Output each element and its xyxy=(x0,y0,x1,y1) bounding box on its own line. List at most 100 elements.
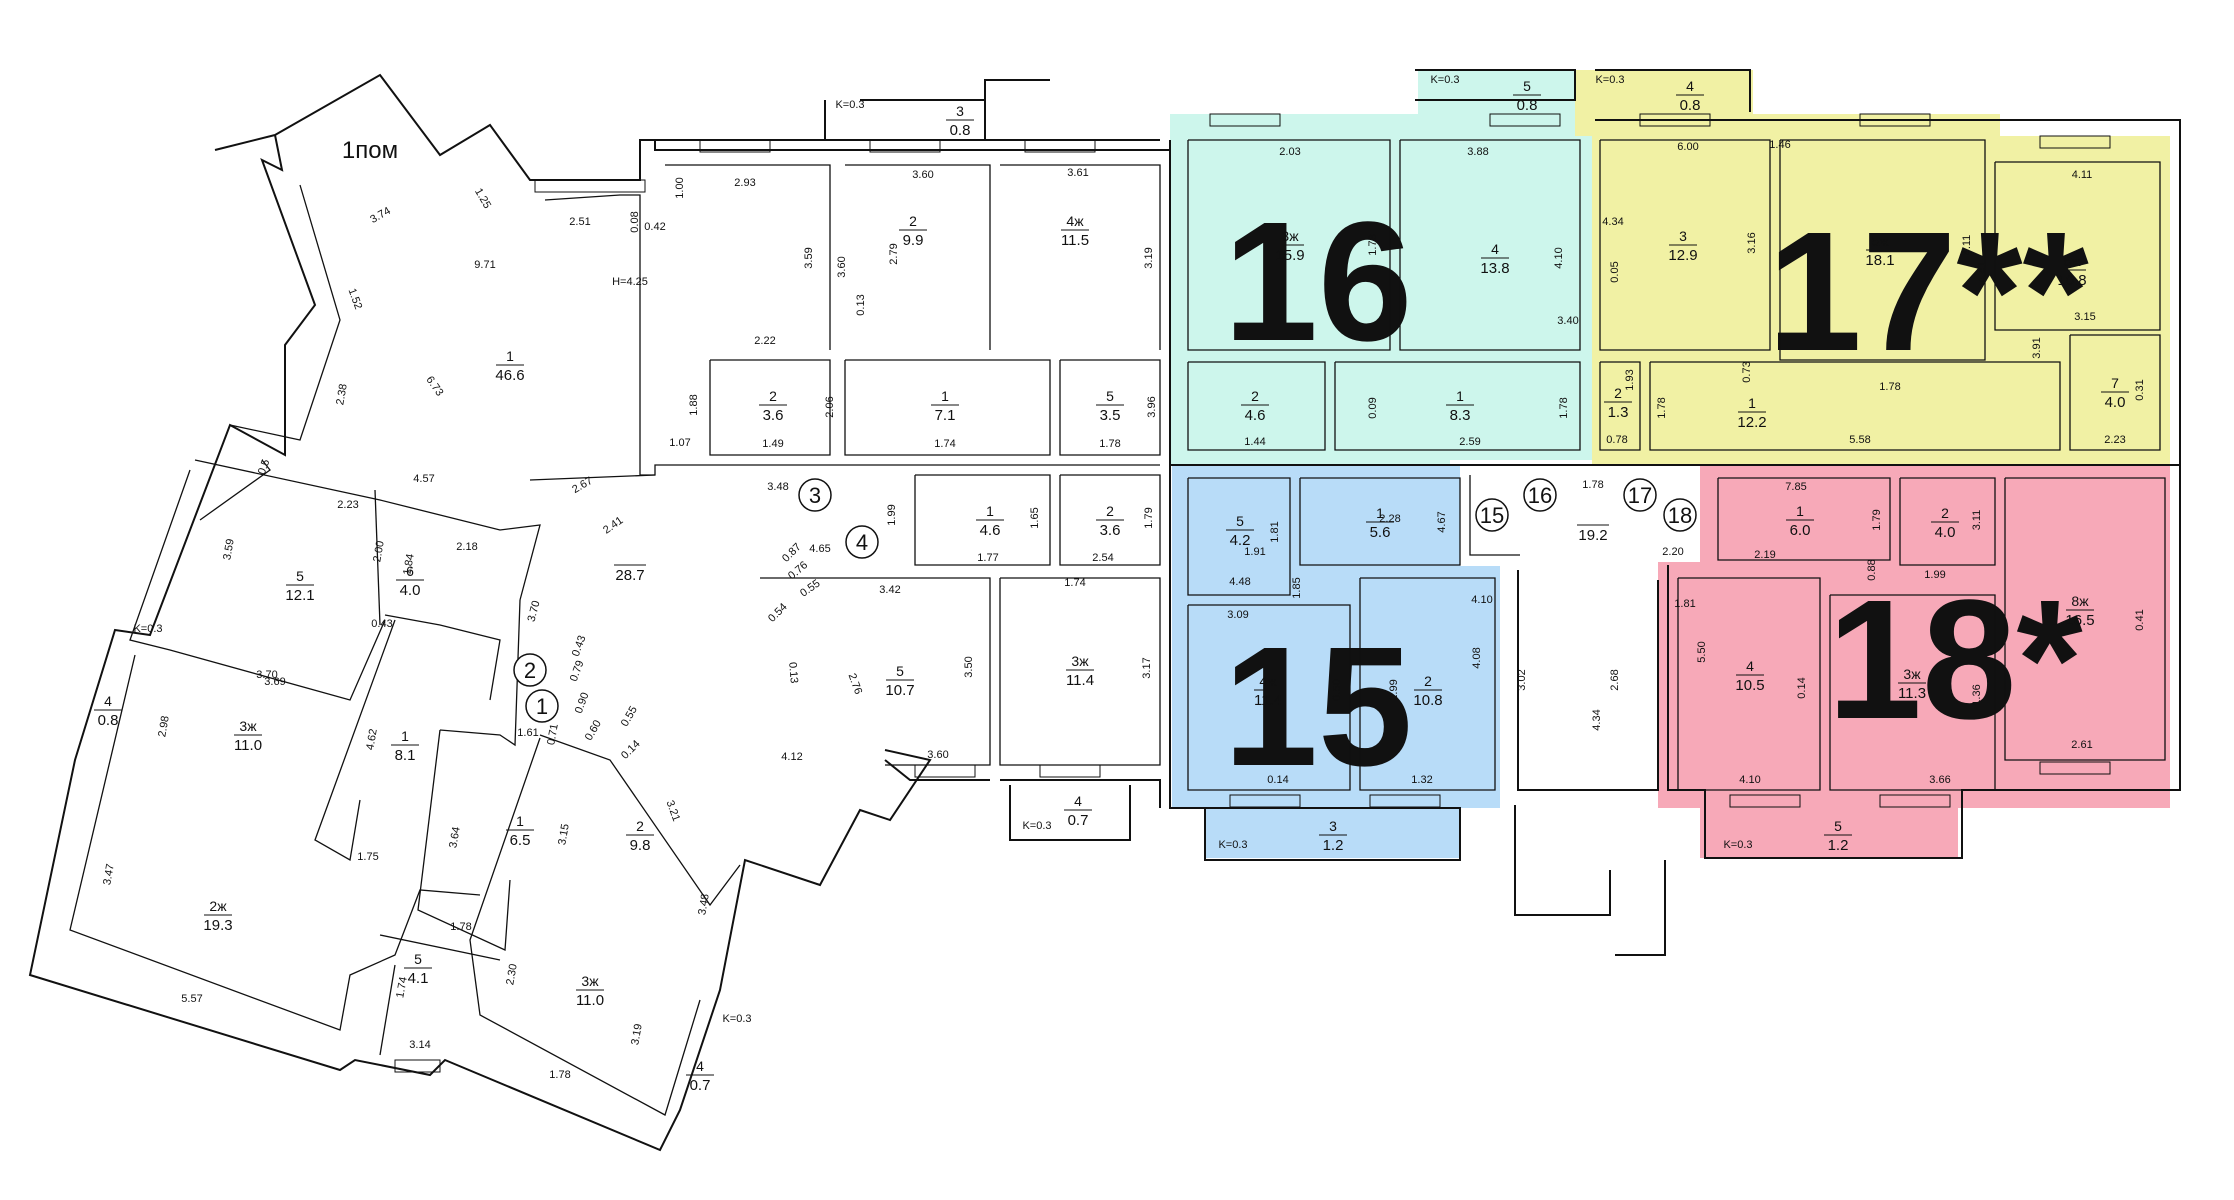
room-label: 64.0 xyxy=(396,563,424,599)
dimension-label: 3.70 xyxy=(256,669,277,681)
plan-title: 1пом xyxy=(342,137,398,164)
marker-circle xyxy=(798,478,832,512)
room-labels: 146.6512.164.03ж11.018.12ж19.316.529.854… xyxy=(94,78,2129,1094)
room-number: 1 xyxy=(401,728,409,744)
apartment-number-18: 18* xyxy=(1827,565,2082,755)
dimension-label: 1.78 xyxy=(1099,438,1120,450)
room-area: 9.8 xyxy=(630,837,651,854)
zone-apartment-16 xyxy=(1170,70,1592,466)
room-number: 1 xyxy=(516,813,524,829)
dimension-label: 1.36 xyxy=(1971,684,1983,705)
dimension-label: 2.30 xyxy=(504,963,520,986)
room-label: 54.2 xyxy=(1226,513,1254,549)
dimension-label: 3.96 xyxy=(1146,396,1158,417)
dimension-label: 4.11 xyxy=(2072,169,2093,181)
entrance-marker: 15 xyxy=(1475,498,1509,532)
room-number: 4ж xyxy=(1259,673,1277,689)
dimension-label: 1.78 xyxy=(1367,234,1379,255)
room-number: 5 xyxy=(1236,513,1244,529)
k-coefficient: K=0.3 xyxy=(1595,74,1624,86)
room-number: 3ж xyxy=(1281,228,1299,244)
room-number: 3ж xyxy=(1071,653,1089,669)
room-number: 2 xyxy=(769,388,777,404)
room-number: 1 xyxy=(506,348,514,364)
room-area: 0.7 xyxy=(690,1077,711,1094)
dimension-label: 0.79 xyxy=(568,659,587,683)
dimension-label: 0.14 xyxy=(1796,677,1808,698)
dimension-label: 4.34 xyxy=(1602,216,1623,228)
dimension-label: 0.13 xyxy=(786,662,800,684)
dimension-label: 4.41 xyxy=(1976,261,1988,282)
room-area: 11.0 xyxy=(234,737,262,754)
entrance-marker: 17 xyxy=(1623,478,1657,512)
room-label: 210.8 xyxy=(1413,673,1442,709)
dimension-label: 3.60 xyxy=(836,256,848,277)
marker-number: 1 xyxy=(536,694,548,719)
room-area: 5.6 xyxy=(1370,524,1391,541)
k-coefficient: K=0.3 xyxy=(133,623,162,635)
entrance-marker: 3 xyxy=(798,478,832,512)
zone-apartment-15 xyxy=(1172,466,1500,858)
marker-circle xyxy=(513,653,547,687)
marker-number: 17 xyxy=(1628,483,1652,508)
dimension-label: 3.48 xyxy=(767,481,788,493)
dimension-label: 3.70 xyxy=(526,599,543,623)
room-label: 18.1 xyxy=(391,728,419,764)
room-number: 4ж xyxy=(1066,213,1084,229)
dimension-label: 2.51 xyxy=(569,216,590,228)
room-area: 10.5 xyxy=(1735,677,1764,694)
room-number: 1 xyxy=(1456,388,1464,404)
room-number: 4 xyxy=(1686,78,1694,94)
marker-circle xyxy=(1663,498,1697,532)
dimension-label: 3.61 xyxy=(1067,167,1088,179)
dimension-label: 2.23 xyxy=(337,499,358,511)
dimension-label: 7.85 xyxy=(1785,481,1806,493)
room-number: 2 xyxy=(1941,505,1949,521)
room-label: 14.6 xyxy=(976,503,1004,539)
dimension-label: 3.21 xyxy=(664,799,683,823)
dimension-label: 0.78 xyxy=(1606,434,1627,446)
dimension-label: 6.00 xyxy=(1677,141,1698,153)
dimension-label: 4.48 xyxy=(1229,576,1250,588)
entrance-marker: 4 xyxy=(845,525,879,559)
entrance-marker: 18 xyxy=(1663,498,1697,532)
room-area: 3.5 xyxy=(1100,407,1121,424)
dimension-label: 3.09 xyxy=(1227,609,1248,621)
dimension-label: 3.42 xyxy=(879,584,900,596)
room-area: 7.1 xyxy=(935,407,956,424)
dimension-label: 1.25 xyxy=(472,186,493,211)
room-label: 54.1 xyxy=(404,951,432,987)
room-number: 4 xyxy=(1746,658,1754,674)
dimension-label: 2.00 xyxy=(371,540,387,563)
room-number: 3ж xyxy=(1903,666,1921,682)
dimension-label: 3.14 xyxy=(409,1039,430,1051)
dimension-label: 1.65 xyxy=(1029,507,1041,528)
dimension-label: 0.73 xyxy=(1741,361,1753,382)
dimension-label: 1.91 xyxy=(1244,546,1265,558)
room-label: 29.9 xyxy=(899,213,927,249)
dimension-label: 0.14 xyxy=(1267,774,1288,786)
dimension-label: 3.17 xyxy=(1141,657,1153,678)
room-area: 11.4 xyxy=(1254,692,1282,709)
dimension-label: 1.75 xyxy=(357,851,378,863)
room-area: 4.1 xyxy=(408,970,429,987)
room-area: 12.9 xyxy=(1668,247,1697,264)
room-label: 16.5 xyxy=(506,813,534,849)
room-area: 12.2 xyxy=(1737,414,1766,431)
dimension-label: 3.11 xyxy=(1971,510,1983,531)
room-number: 5 xyxy=(414,951,422,967)
dimension-label: 3.19 xyxy=(629,1023,645,1046)
room-area: 11.3 xyxy=(1898,685,1926,702)
room-label: 3ж 11.3 xyxy=(1898,666,1926,702)
room-number: 3 xyxy=(956,103,964,119)
dimension-label: 4.62 xyxy=(364,728,380,751)
room-area: 8.1 xyxy=(395,747,416,764)
room-area: 11.0 xyxy=(576,992,604,1009)
dimension-label: 3.66 xyxy=(1929,774,1950,786)
